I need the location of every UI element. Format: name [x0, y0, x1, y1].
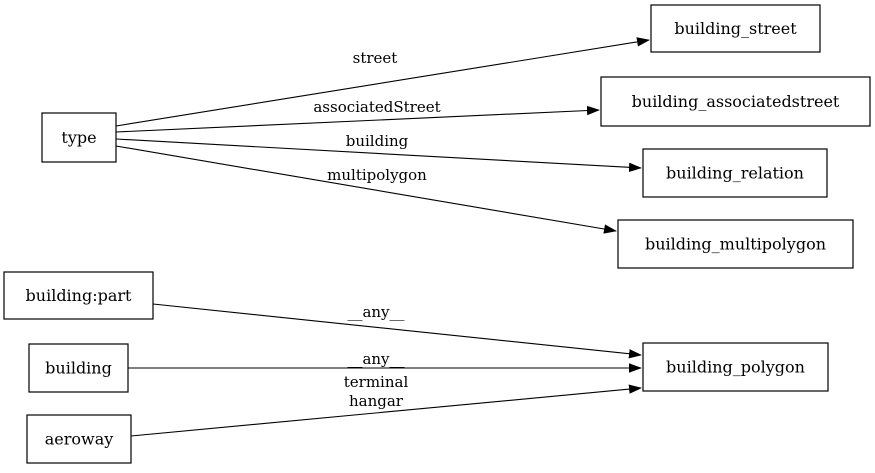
edge-building_part-to-building_polygon: [152, 303, 642, 359]
node-box-aeroway: [26, 414, 132, 464]
edge-label-type-to-building_associatedstreet: associatedStreet: [313, 98, 440, 116]
node-type: type: [41, 112, 117, 163]
node-label-building_polygon: building_polygon: [666, 358, 805, 377]
node-label-building: building: [45, 359, 112, 378]
edge-label-building-to-building_polygon: __any__: [347, 350, 405, 368]
edge-label-building_part-to-building_polygon: __any__: [347, 303, 405, 321]
node-box-building_street: [650, 4, 821, 53]
edge-type-to-building_relation: [115, 138, 642, 173]
node-building_multipolygon: building_multipolygon: [617, 219, 854, 269]
edge-type-to-building_associatedstreet: [115, 105, 600, 133]
node-box-building_multipolygon: [617, 219, 854, 269]
edge-label-aeroway-to-building_polygon: terminal: [344, 373, 409, 391]
node-label-building_street: building_street: [674, 19, 797, 38]
edges-layer: street associatedStreet building multipolyg…: [115, 37, 650, 437]
node-box-building: [28, 343, 129, 393]
nodes-layer: type building_street building_associatedst…: [3, 4, 871, 464]
node-building_associatedstreet: building_associatedstreet: [600, 76, 871, 127]
node-label-aeroway: aeroway: [45, 430, 114, 449]
node-building: building: [28, 343, 129, 393]
edge-label-type-to-building_relation: building: [346, 132, 409, 150]
edge-label-aeroway-to-building_polygon: hangar: [349, 392, 404, 410]
node-building_part: building:part: [3, 271, 154, 320]
node-building_street: building_street: [650, 4, 821, 53]
node-building_relation: building_relation: [642, 148, 828, 198]
edge-type-to-building_street: [115, 37, 650, 127]
edge-type-to-building_multipolygon: [115, 145, 617, 234]
node-label-building_part: building:part: [26, 286, 133, 305]
node-label-building_relation: building_relation: [666, 164, 804, 183]
node-label-building_associatedstreet: building_associatedstreet: [632, 92, 840, 111]
edge-label-type-to-building_street: street: [353, 49, 398, 67]
node-box-building_relation: [642, 148, 828, 198]
node-box-building_polygon: [642, 342, 829, 392]
node-aeroway: aeroway: [26, 414, 132, 464]
edge-label-type-to-building_multipolygon: multipolygon: [327, 166, 427, 184]
node-box-building_part: [3, 271, 154, 320]
node-box-type: [41, 112, 117, 163]
node-building_polygon: building_polygon: [642, 342, 829, 392]
edge-aeroway-to-building_polygon: [130, 384, 642, 437]
node-label-type: type: [61, 128, 96, 147]
node-label-building_multipolygon: building_multipolygon: [645, 235, 826, 254]
node-box-building_associatedstreet: [600, 76, 871, 127]
